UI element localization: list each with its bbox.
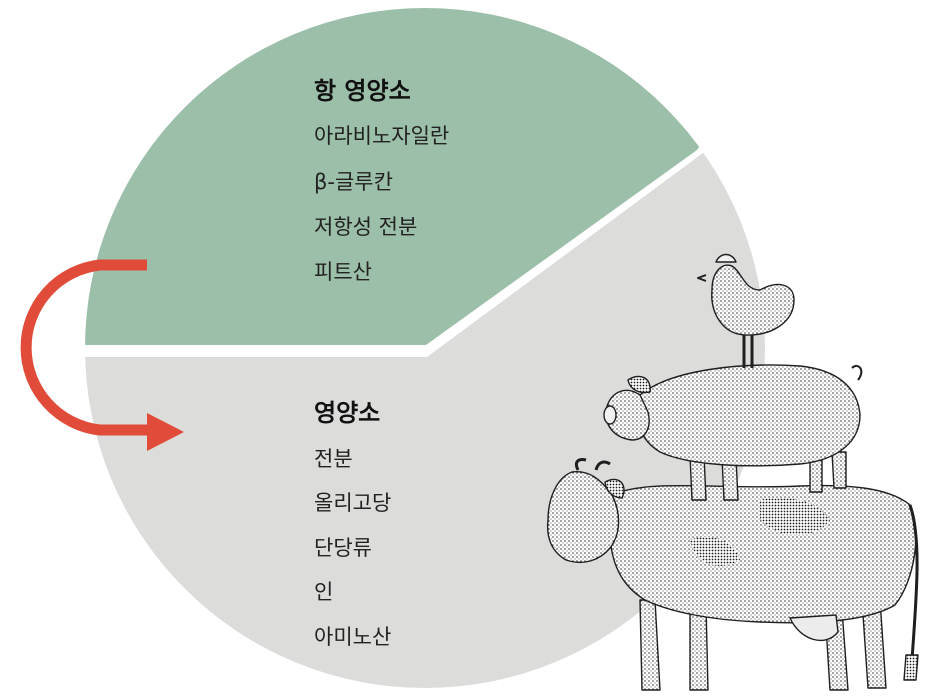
antinutrient-item: β-글루칸 <box>314 170 393 194</box>
antinutrients-heading: 항 영양소 <box>314 77 411 105</box>
conversion-arrow <box>20 259 184 451</box>
antinutrient-item: 아라비노자일란 <box>314 124 449 148</box>
nutrients-heading: 영양소 <box>314 399 380 427</box>
antinutrient-item: 저항성 전분 <box>314 215 417 239</box>
antinutrient-item: 피트산 <box>314 260 372 284</box>
chicken-illustration <box>697 253 795 368</box>
nutrient-item: 인 <box>314 580 333 604</box>
antinutrients-sector <box>85 8 765 345</box>
nutrient-item: 올리고당 <box>314 491 391 515</box>
cow-illustration <box>546 458 919 691</box>
nutrient-item: 전분 <box>314 447 353 471</box>
stacked-animals-illustration <box>546 253 919 691</box>
nutrient-item: 단당류 <box>314 536 372 560</box>
nutrient-item: 아미노산 <box>314 625 391 649</box>
